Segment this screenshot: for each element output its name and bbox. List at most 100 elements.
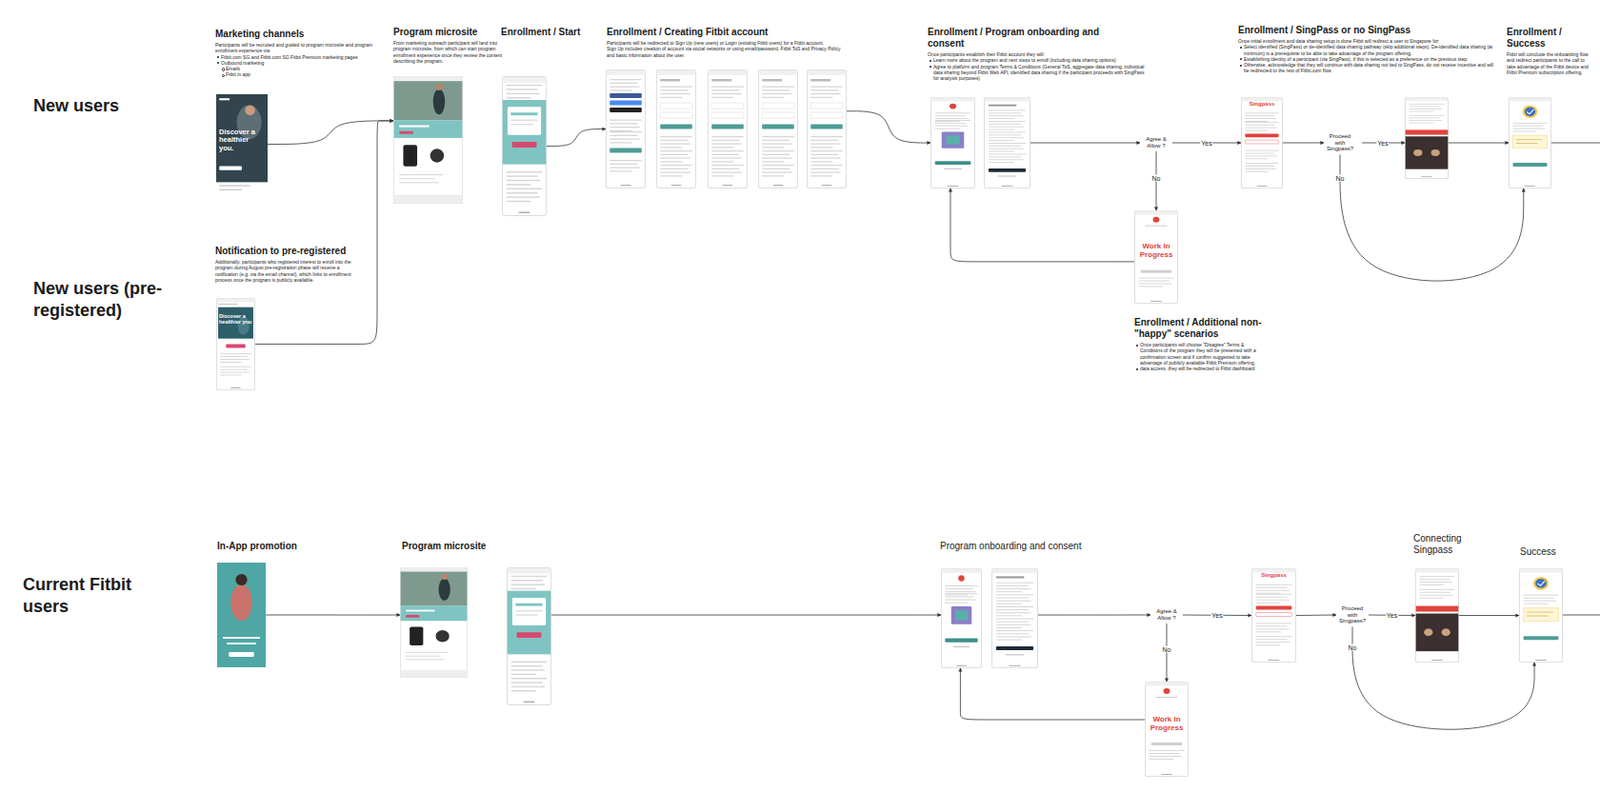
step-caption: Program microsite <box>401 540 545 555</box>
connecting-screen <box>1415 568 1459 662</box>
flow-connector <box>546 129 606 147</box>
screen-node: Enrollment / Program onboarding and cons… <box>930 97 1031 189</box>
step-heading: Enrollment / Start <box>500 26 601 39</box>
step-caption: Enrollment / Creating Fitbit accountPart… <box>606 26 850 59</box>
connectors <box>255 111 1535 731</box>
start-screen <box>506 567 551 705</box>
account-form-screen <box>656 69 696 188</box>
step-caption: Enrollment / Program onboarding and cons… <box>927 26 1149 81</box>
screen-node: In-App promotion <box>217 562 266 668</box>
screen-node: Notification to pre-registeredAdditional… <box>216 298 256 391</box>
step-caption: Enrollment / Start <box>500 26 601 40</box>
screen-node: Enrollment / Start <box>501 76 547 217</box>
step-caption: Enrollment / SuccessFitbit will conclude… <box>1506 26 1595 76</box>
flow-connector <box>1030 142 1140 144</box>
step-description: Participants will be recruited and guide… <box>215 41 385 55</box>
microsite-screen <box>400 567 467 678</box>
branch-label: No <box>1161 646 1173 654</box>
bullet-item: Establishing identity of a participant (… <box>1238 56 1496 62</box>
branch-label: Yes <box>1210 612 1223 620</box>
account-form-screen <box>758 69 798 188</box>
screen-node: Success <box>1519 568 1563 663</box>
screen-text: Discover a healthier you. <box>216 128 268 153</box>
account-form-screen <box>707 69 747 188</box>
step-description: Participants will be redirected to Sign … <box>606 40 850 46</box>
screen-node: Program onboarding and consent <box>940 568 1039 669</box>
success-screen <box>1519 568 1562 662</box>
step-heading: Connecting Singpass <box>1413 533 1473 557</box>
step-caption: Program micrositeFrom marketing outreach… <box>393 26 506 64</box>
step-heading: Enrollment / Creating Fitbit account <box>606 26 850 39</box>
bullet-item: Fitbit.com SG and Fitbit.com SG Fitbit P… <box>215 54 385 60</box>
screen-text: Work In Progress <box>1134 242 1179 260</box>
onboarding-screen <box>930 97 975 188</box>
flow-connector <box>267 120 394 145</box>
branch-label: Yes <box>1200 140 1213 147</box>
step-heading: Marketing channels <box>215 28 385 40</box>
terms-screen <box>991 568 1038 668</box>
flow-connector <box>950 188 1135 262</box>
terms-screen <box>983 97 1030 188</box>
flow-connector <box>265 615 400 617</box>
screen-text: Work In Progress <box>1144 716 1189 734</box>
flow-connector <box>846 111 931 143</box>
screens-new-users <box>216 69 1552 390</box>
flow-connector <box>960 668 1145 720</box>
account-form-screen <box>806 69 846 188</box>
step-heading: Enrollment / Success <box>1506 26 1574 50</box>
step-heading: Program microsite <box>393 26 506 39</box>
wip-screen <box>1134 210 1178 303</box>
bullet-item: Agree to platform and program Terms & Co… <box>927 63 1149 82</box>
step-caption: Enrollment / SingPass or no SingPassOnce… <box>1238 24 1496 75</box>
step-caption: Success <box>1520 546 1580 560</box>
decision-node: Agree & Allow ? <box>1140 134 1173 152</box>
screen-node: Marketing channelsParticipants will be r… <box>216 94 268 195</box>
step-caption: Notification to pre-registeredAdditional… <box>215 245 359 283</box>
decision-node: Proceed with Singpass? <box>1323 131 1357 156</box>
flow-line <box>1562 615 1600 617</box>
flow-connector <box>1282 141 1324 143</box>
screen-node: Work In Progress <box>1144 681 1189 778</box>
flow-connector <box>1352 626 1535 730</box>
decision-node: Agree & Allow ? <box>1150 606 1183 624</box>
bullet-item: Once participants will choose "Disagree"… <box>1134 341 1263 366</box>
screen-node: Program micrositeFrom marketing outreach… <box>393 76 463 204</box>
singpass-screen <box>1240 97 1282 188</box>
connecting-screen <box>1404 97 1448 179</box>
step-heading: Success <box>1520 546 1580 559</box>
decision-label: Agree & Allow ? <box>1152 608 1181 622</box>
bullet-item: Otherwise, acknowledge that they will co… <box>1238 61 1496 75</box>
flow-line <box>1551 142 1600 144</box>
sub-bullet-item: Fitbit in app <box>215 71 385 78</box>
signup-screen <box>605 69 645 188</box>
step-description: Sign Up includes creation of account via… <box>606 45 850 59</box>
screen-node: Enrollment / Creating Fitbit accountPart… <box>605 69 847 189</box>
flow-connector <box>1340 154 1524 281</box>
flow-line <box>1448 142 1509 144</box>
step-description: From marketing outreach participant will… <box>393 40 506 64</box>
step-caption: In-App promotion <box>217 540 332 555</box>
flow-lines <box>1361 142 1600 616</box>
singpass-screen <box>1251 568 1296 662</box>
screen-node: Connecting Singpass <box>1415 568 1460 663</box>
branch-label: No <box>1151 174 1162 181</box>
onboarding-screen <box>940 568 981 668</box>
screen-node: Enrollment / Additional non-"happy" scen… <box>1134 210 1179 304</box>
decision-label: Proceed with Singpass? <box>1338 605 1367 626</box>
email-notification <box>216 298 255 390</box>
branch-label: No <box>1347 644 1359 652</box>
sub-bullet-item: Emails <box>215 65 385 72</box>
flow-connector <box>551 615 941 617</box>
decision-label: Agree & Allow ? <box>1141 136 1171 150</box>
step-heading: Notification to pre-registered <box>215 245 359 258</box>
flow-connector <box>1459 615 1520 617</box>
start-screen <box>501 76 546 216</box>
step-caption: Marketing channelsParticipants will be r… <box>215 28 385 79</box>
step-heading: Program microsite <box>401 540 545 553</box>
step-heading: Enrollment / Additional non-"happy" scen… <box>1134 317 1263 340</box>
row-label: New users <box>33 95 177 118</box>
step-caption: Enrollment / Additional non-"happy" scen… <box>1134 317 1263 372</box>
